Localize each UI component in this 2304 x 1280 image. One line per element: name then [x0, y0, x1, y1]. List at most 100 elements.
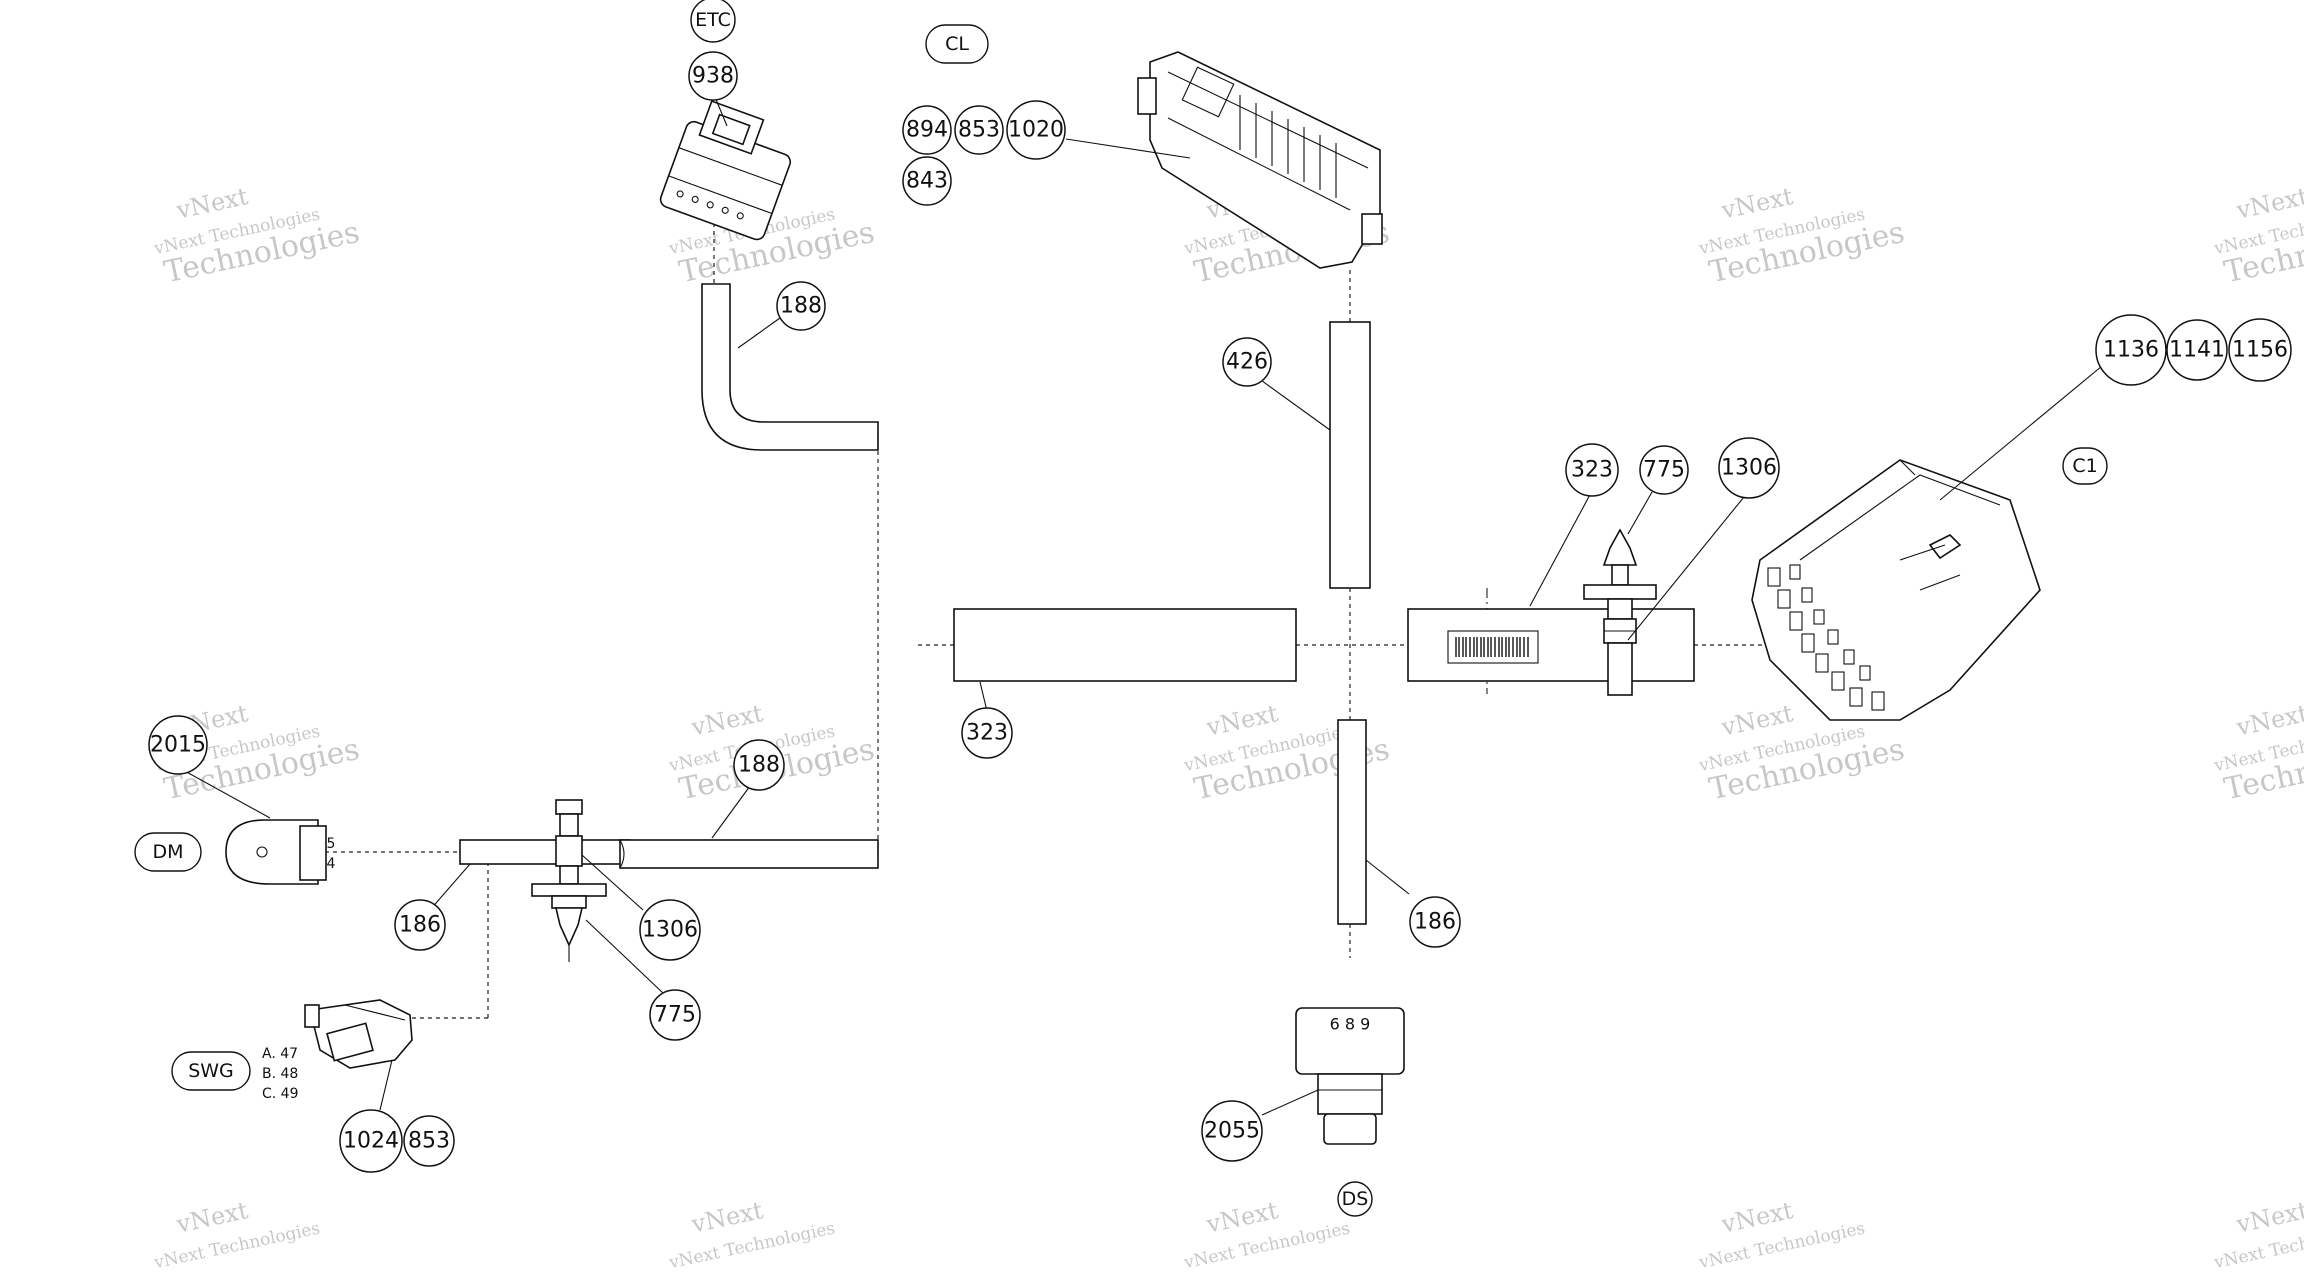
- tube-188-top: [701, 283, 879, 451]
- label-cl: CL: [925, 24, 989, 64]
- callout-323-right: 323: [1565, 443, 1619, 497]
- svg-text:vNext: vNext: [1203, 699, 1281, 742]
- svg-text:323: 323: [1571, 458, 1613, 483]
- svg-text:C1: C1: [2072, 455, 2097, 477]
- svg-text:188: 188: [738, 753, 780, 778]
- callout-188-bottom: 188: [733, 739, 785, 791]
- dm-pin-5: 5: [327, 836, 336, 852]
- watermark: vNext vNext Technologies: [1182, 1196, 1352, 1273]
- svg-text:vNext: vNext: [688, 699, 766, 742]
- callout-2055: 2055: [1201, 1100, 1263, 1162]
- label-c1: C1: [2062, 447, 2108, 485]
- svg-text:vNext: vNext: [2233, 1196, 2304, 1239]
- svg-text:323: 323: [966, 721, 1008, 746]
- svg-text:843: 843: [906, 169, 948, 194]
- label-etc: ETC: [690, 0, 736, 43]
- swg-pin-c: C. 49: [262, 1086, 299, 1102]
- svg-text:ETC: ETC: [695, 9, 731, 31]
- svg-text:vNext: vNext: [1718, 699, 1796, 742]
- callout-843: 843: [902, 156, 952, 206]
- svg-text:SWG: SWG: [188, 1060, 234, 1082]
- svg-text:938: 938: [692, 64, 734, 89]
- sleeve-323-right: [1407, 608, 1695, 682]
- clip-775-right: [1583, 528, 1657, 696]
- callout-426: 426: [1222, 337, 1272, 387]
- svg-text:1306: 1306: [1721, 456, 1777, 481]
- watermark: vNext vNext Technologies: [2212, 1196, 2304, 1273]
- watermark: vNext vNext Technologies: [1697, 1196, 1867, 1273]
- watermark: vNext vNext Technologies Technologies: [2212, 699, 2304, 807]
- callout-938: 938: [688, 51, 738, 101]
- watermark: vNext vNext Technologies: [667, 1196, 837, 1273]
- callout-186-right: 186: [1409, 896, 1461, 948]
- svg-text:1136: 1136: [2103, 338, 2159, 363]
- svg-text:894: 894: [906, 118, 948, 143]
- harness-centerlines: [325, 215, 1770, 1019]
- tube-188-bottom: [619, 839, 879, 869]
- connector-cl-body: [1137, 51, 1383, 269]
- connector-dm-body: 5 4: [225, 819, 336, 885]
- swg-pin-b: B. 48: [262, 1066, 298, 1082]
- connector-etc-body: [659, 100, 792, 241]
- callout-1136: 1136: [2095, 314, 2167, 386]
- barcode-label: [1447, 630, 1539, 664]
- clip-1306-left: [531, 799, 607, 962]
- svg-text:vNext: vNext: [173, 1196, 251, 1239]
- label-ds: DS: [1337, 1181, 1373, 1217]
- callout-853-cl: 853: [954, 105, 1004, 155]
- label-dm: DM: [134, 832, 202, 872]
- callout-1156: 1156: [2228, 318, 2292, 382]
- callout-1024: 1024: [339, 1109, 403, 1173]
- sleeve-186-left: [459, 839, 631, 865]
- svg-text:vNext: vNext: [2233, 699, 2304, 742]
- callout-775-right: 775: [1639, 445, 1689, 495]
- callout-188-top: 188: [776, 281, 826, 331]
- svg-text:188: 188: [780, 294, 822, 319]
- svg-text:426: 426: [1226, 350, 1268, 375]
- callout-1306-left: 1306: [639, 899, 701, 961]
- callout-1306-right: 1306: [1718, 437, 1780, 499]
- svg-text:2055: 2055: [1204, 1119, 1260, 1144]
- watermark: vNext vNext Technologies Technologies: [1697, 182, 1908, 290]
- svg-text:853: 853: [958, 118, 1000, 143]
- callout-894: 894: [902, 105, 952, 155]
- svg-text:DS: DS: [1342, 1188, 1369, 1210]
- callout-1020: 1020: [1006, 100, 1066, 160]
- svg-text:2015: 2015: [150, 733, 206, 758]
- svg-text:775: 775: [654, 1003, 696, 1028]
- svg-text:vNext: vNext: [173, 182, 251, 225]
- svg-text:1141: 1141: [2169, 338, 2225, 363]
- svg-text:186: 186: [1414, 910, 1456, 935]
- svg-text:1024: 1024: [343, 1129, 399, 1154]
- svg-text:853: 853: [408, 1129, 450, 1154]
- svg-text:CL: CL: [945, 33, 969, 55]
- callout-775-left: 775: [649, 989, 701, 1041]
- callout-1141: 1141: [2166, 319, 2228, 381]
- label-swg: SWG: [171, 1051, 251, 1091]
- watermark: vNext vNext Technologies Technologies: [152, 182, 363, 290]
- callout-853-swg: 853: [403, 1115, 455, 1167]
- ds-pin-numbers: 6 8 9: [1330, 1015, 1371, 1034]
- svg-text:775: 775: [1643, 458, 1685, 483]
- connector-swg-body: A. 47 B. 48 C. 49: [262, 999, 413, 1102]
- sleeve-323-center: [953, 608, 1297, 682]
- connector-c1-body: [1751, 459, 2041, 721]
- svg-text:1020: 1020: [1008, 118, 1064, 143]
- svg-text:DM: DM: [152, 841, 183, 863]
- svg-text:186: 186: [399, 913, 441, 938]
- swg-pin-a: A. 47: [262, 1046, 298, 1062]
- callout-186-left: 186: [394, 899, 446, 951]
- svg-text:vNext: vNext: [1718, 1196, 1796, 1239]
- callout-323-center: 323: [961, 707, 1013, 759]
- sleeve-186-right: [1337, 719, 1367, 925]
- svg-text:vNext: vNext: [688, 1196, 766, 1239]
- sleeve-426: [1329, 321, 1371, 589]
- svg-text:1306: 1306: [642, 918, 698, 943]
- svg-text:vNext: vNext: [1718, 182, 1796, 225]
- swg-pin-list: A. 47 B. 48 C. 49: [262, 1046, 299, 1102]
- watermark: vNext vNext Technologies Technologies: [2212, 182, 2304, 290]
- watermark: vNext vNext Technologies: [152, 1196, 322, 1273]
- svg-text:vNext: vNext: [1203, 1196, 1281, 1239]
- dm-pin-4: 4: [327, 856, 336, 872]
